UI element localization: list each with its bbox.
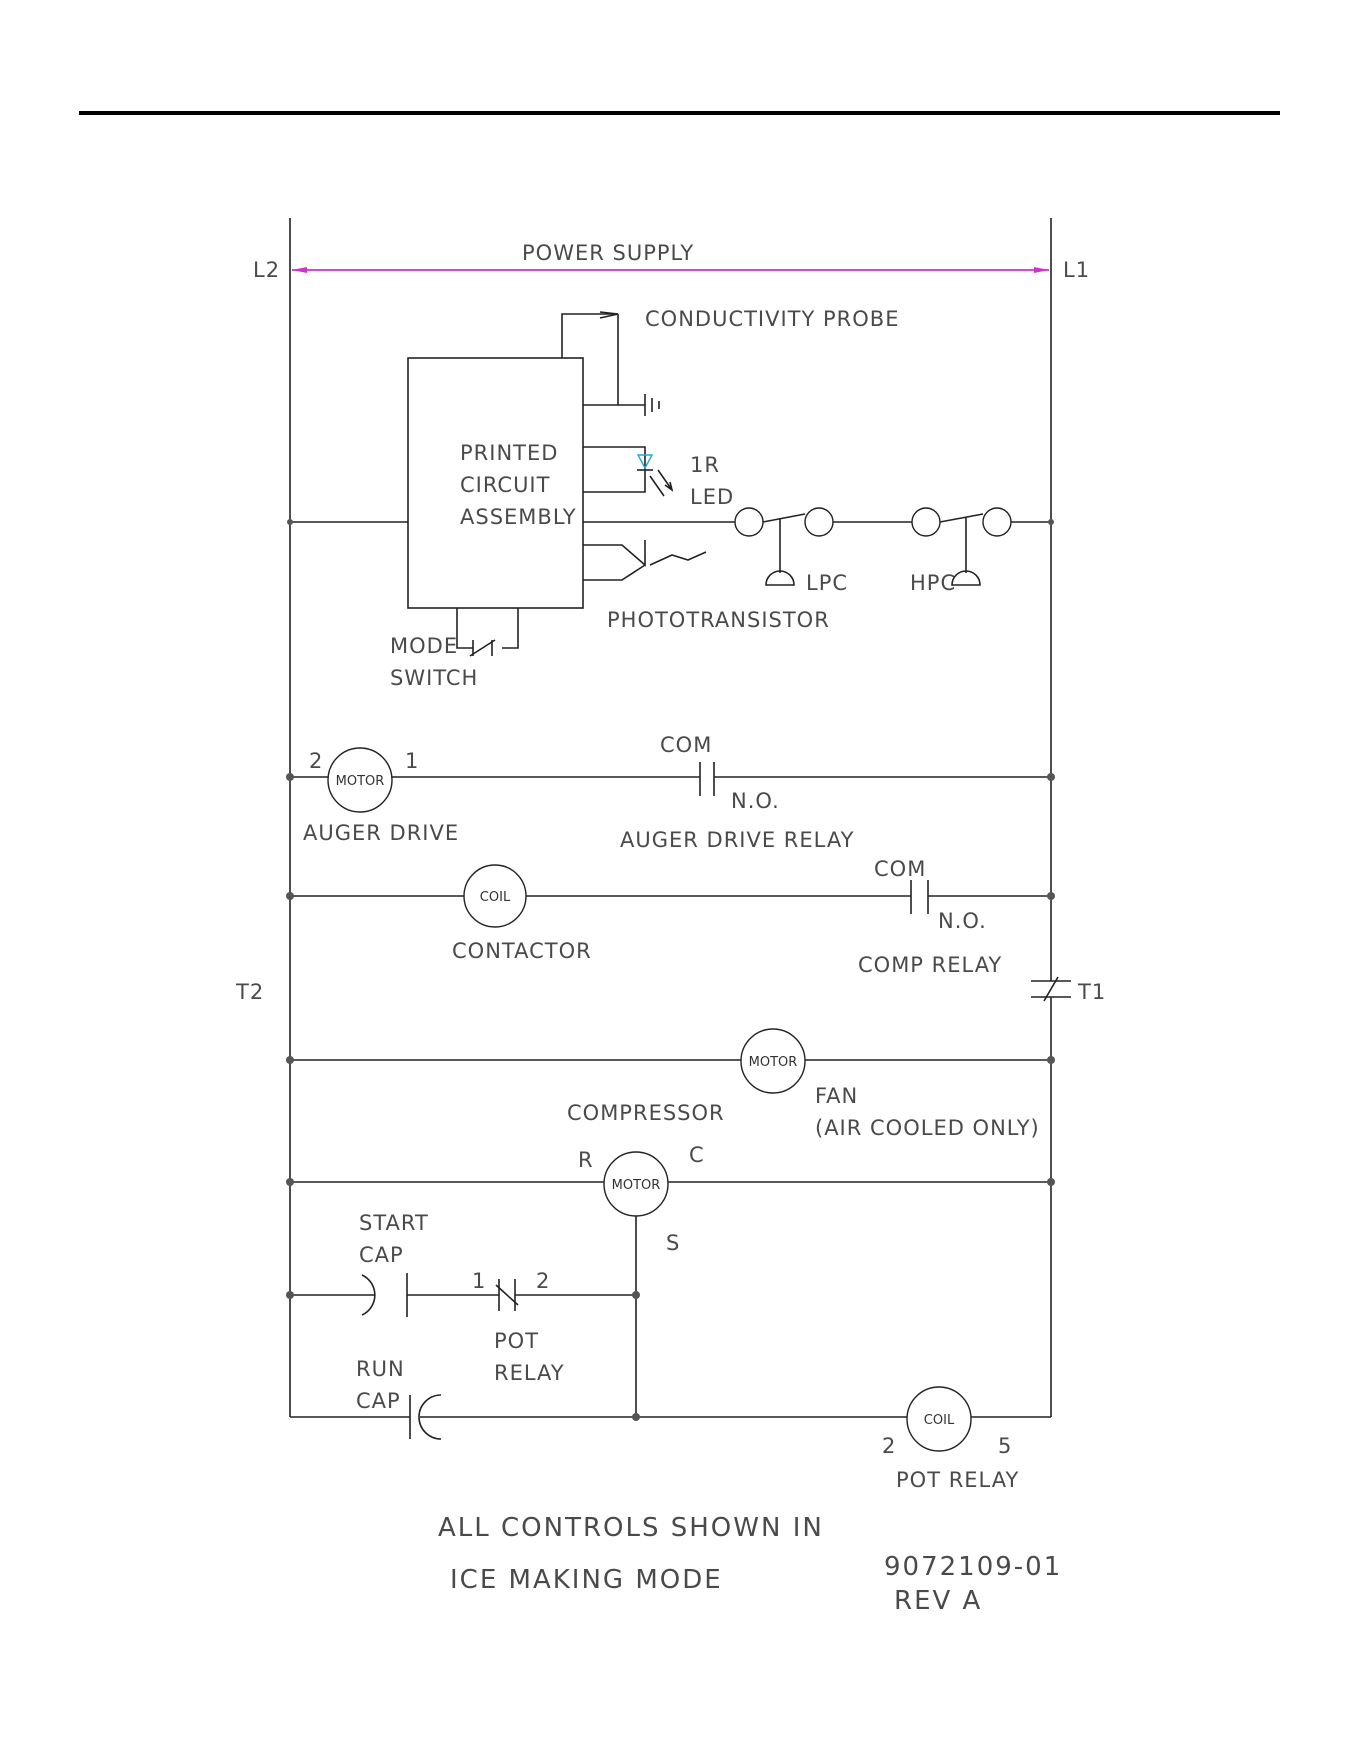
label-lpc: LPC (806, 571, 848, 595)
junction-dots (286, 519, 1055, 1421)
arrow-left-icon (292, 267, 307, 273)
revision: REV A (894, 1586, 982, 1616)
coil-pin-5: 5 (998, 1434, 1012, 1458)
label-start-cap: CAP (359, 1243, 404, 1267)
auger-motor-label: MOTOR (336, 774, 385, 789)
note-line2: ICE MAKING MODE (450, 1565, 723, 1595)
label-pca-line2: CIRCUIT (460, 473, 550, 497)
label-power-supply: POWER SUPPLY (522, 241, 694, 265)
label-fan: FAN (815, 1084, 858, 1108)
label-switch: SWITCH (390, 666, 478, 690)
hpc-contact-b (982, 507, 1012, 537)
label-conductivity-probe: CONDUCTIVITY PROBE (645, 307, 899, 331)
label-compressor: COMPRESSOR (567, 1101, 725, 1125)
label-start: START (359, 1211, 429, 1235)
label-led: LED (690, 485, 734, 509)
label-L1: L1 (1063, 258, 1090, 282)
auger-pin-1: 1 (405, 749, 419, 773)
phototransistor-leads (583, 540, 646, 581)
label-auger-drive-relay: AUGER DRIVE RELAY (620, 828, 854, 852)
pot-relay-coil (906, 1386, 972, 1452)
led-leads (583, 446, 646, 493)
fan-motor (740, 1028, 806, 1094)
contactor-coil-label: COIL (480, 890, 511, 905)
label-compressor-r: R (578, 1148, 594, 1172)
pot-pin-1: 1 (472, 1269, 486, 1293)
pot-pin-2: 2 (536, 1269, 550, 1293)
label-ir: 1R (690, 453, 720, 477)
pot-relay-coil-label: COIL (924, 1413, 955, 1428)
label-L2: L2 (253, 258, 280, 282)
label-pca-line3: ASSEMBLY (460, 505, 577, 529)
note-line1: ALL CONTROLS SHOWN IN (438, 1513, 824, 1543)
label-comp-relay: COMP RELAY (858, 953, 1002, 977)
fan-motor-label: MOTOR (749, 1055, 798, 1070)
label-T1: T1 (1077, 980, 1106, 1004)
label-auger-no: N.O. (731, 789, 780, 813)
label-auger-drive: AUGER DRIVE (303, 821, 459, 845)
label-phototransistor: PHOTOTRANSISTOR (607, 608, 830, 632)
label-run-cap: CAP (356, 1389, 401, 1413)
probe-lead (561, 313, 618, 358)
label-contactor: CONTACTOR (452, 939, 592, 963)
hpc-switch-arm (939, 513, 984, 523)
lpc-pressure-icon (765, 570, 795, 586)
phototransistor-light-icon (649, 551, 707, 566)
label-pca-line1: PRINTED (460, 441, 558, 465)
auger-motor (327, 747, 393, 813)
label-relay: RELAY (494, 1361, 565, 1385)
label-air-cooled: (AIR COOLED ONLY) (815, 1116, 1040, 1140)
label-mode: MODE (390, 634, 458, 658)
coil-pin-2: 2 (882, 1434, 896, 1458)
led-emission-icon (649, 469, 674, 497)
auger-pin-2: 2 (309, 749, 323, 773)
drawing-number: 9072109-01 (884, 1552, 1062, 1582)
label-comp-no: N.O. (938, 909, 987, 933)
mode-switch-leads (456, 608, 519, 649)
label-compressor-c: C (689, 1143, 705, 1167)
lpc-contact-a (734, 507, 764, 537)
printed-circuit-assembly (407, 357, 584, 609)
label-pot-relay: POT RELAY (896, 1468, 1019, 1492)
lpc-switch-arm (762, 513, 806, 523)
hpc-pressure-icon (951, 570, 981, 586)
label-T2: T2 (235, 980, 264, 1004)
start-capacitor-icon (361, 1274, 376, 1316)
mode-switch-icon (469, 639, 496, 657)
arrow-right-icon (1034, 267, 1049, 273)
hpc-contact-a (911, 507, 941, 537)
label-pot: POT (494, 1329, 539, 1353)
compressor-motor-label: MOTOR (612, 1178, 661, 1193)
label-comp-com: COM (874, 857, 926, 881)
led-icon (636, 454, 654, 470)
label-compressor-s: S (666, 1231, 680, 1255)
lpc-contact-b (804, 507, 834, 537)
label-hpc: HPC (910, 571, 956, 595)
label-auger-com: COM (660, 733, 712, 757)
label-run: RUN (356, 1357, 405, 1381)
probe-arrow-icon (599, 311, 619, 319)
